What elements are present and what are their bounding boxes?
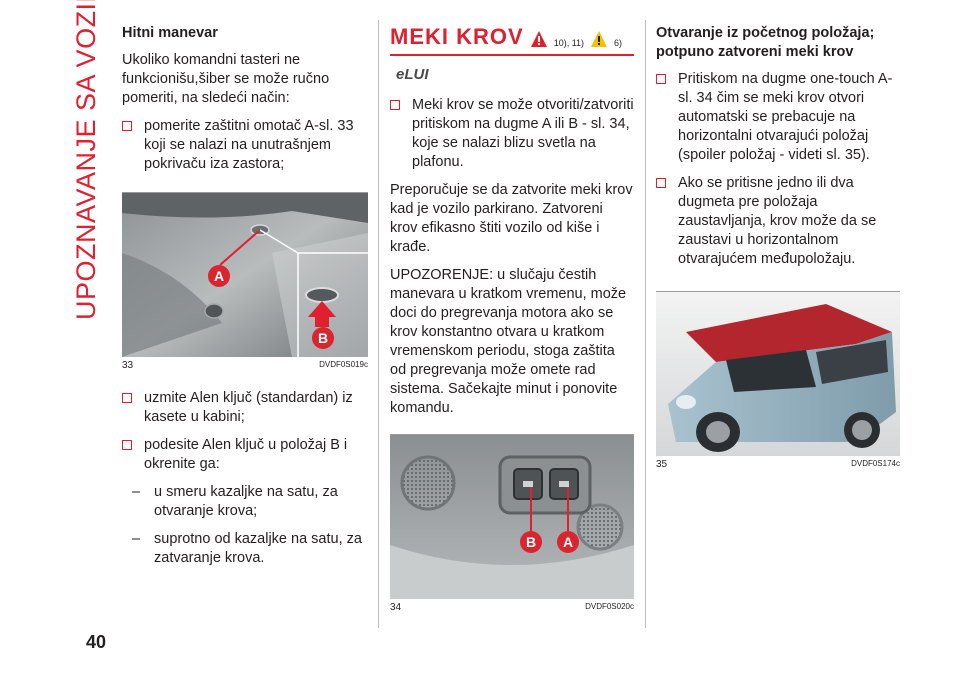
section-heading: Otvaranje iz početnog položaja; potpuno …: [656, 25, 875, 60]
label-a-badge: A: [208, 265, 230, 287]
section-tab: UPOZNAVANJE SA VOZILOM: [70, 0, 102, 320]
figure-number: 34: [390, 602, 402, 613]
dash-text: suprotno od kazaljke na satu, za zatvara…: [154, 531, 362, 566]
figure-caption: 35 DVDF0S174c: [656, 459, 900, 470]
figure-number: 35: [656, 459, 668, 470]
figure-caption: 34 DVDF0S020c: [390, 602, 634, 613]
caution-warning-icon: [591, 31, 608, 47]
bullet-marker-icon: [122, 440, 132, 450]
label-b-badge: B: [312, 327, 334, 349]
title-underline: [390, 54, 634, 56]
bullet-item: uzmite Alen ključ (standardan) iz kasete…: [122, 389, 368, 427]
section-title-text: MEKI KROV: [390, 24, 524, 49]
roof-switch-image: [390, 435, 634, 599]
page-number: 40: [86, 632, 107, 652]
column-divider: [378, 20, 379, 628]
dash-item: –u smeru kazaljke na satu, za otvaranje …: [132, 484, 338, 519]
column-opening: Otvaranje iz početnog položaja; potpuno …: [656, 24, 900, 470]
danger-warning-icon: [530, 31, 547, 47]
bullet-text: uzmite Alen ključ (standardan) iz kasete…: [144, 390, 353, 425]
bullet-text: podesite Alen ključ u položaj B i okreni…: [144, 437, 348, 472]
bullet-item: podesite Alen ključ u položaj B i okreni…: [122, 436, 368, 474]
section-title: MEKI KROV 10), 11) 6): [390, 24, 634, 49]
soft-top-symbol-icon: eLUI: [396, 66, 429, 83]
figure-34: B A 34 DVDF0S020c: [390, 434, 634, 613]
label-a-badge: A: [557, 531, 579, 553]
column-emergency-maneuver: Hitni manevar Ukoliko komandni tasteri n…: [122, 24, 368, 577]
dash-text: u smeru kazaljke na satu, za otvaranje k…: [154, 484, 338, 519]
bullet-item: Ako se pritisne jedno ili dva dugmeta pr…: [656, 174, 900, 269]
bullet-item: Pritiskom na dugme one-touch A-sl. 34 či…: [656, 70, 900, 165]
bullet-item: Meki krov se može otvoriti/zatvoriti pri…: [390, 96, 634, 172]
warning-reference: 10), 11): [553, 38, 585, 48]
figure-code: DVDF0S020c: [585, 602, 634, 611]
bullet-marker-icon: [656, 178, 666, 188]
dash-item: –suprotno od kazaljke na satu, za zatvar…: [132, 531, 362, 566]
intro-paragraph: Ukoliko komandni tasteri ne funkcionišu,…: [122, 52, 330, 106]
bullet-text: pomerite zaštitni omotač A-sl. 33 koji s…: [144, 118, 354, 172]
car-soft-top-image: [656, 292, 900, 456]
bullet-marker-icon: [122, 121, 132, 131]
bullet-marker-icon: [390, 100, 400, 110]
bullet-text: Pritiskom na dugme one-touch A-sl. 34 či…: [678, 71, 893, 163]
column-soft-top: MEKI KROV 10), 11) 6) eLUI Meki krov se …: [390, 24, 634, 613]
bullet-marker-icon: [656, 74, 666, 84]
column-divider: [645, 20, 646, 628]
warning-paragraph: UPOZORENJE: u slučaju čestih manevara u …: [390, 267, 627, 416]
figure-code: DVDF0S174c: [851, 459, 900, 468]
paragraph: Preporučuje se da zatvorite meki krov ka…: [390, 182, 633, 255]
figure-35: 35 DVDF0S174c: [656, 291, 900, 470]
section-tab-label: UPOZNAVANJE SA VOZILOM: [71, 0, 101, 320]
section-heading: Hitni manevar: [122, 25, 218, 41]
caution-reference: 6): [614, 38, 623, 48]
bullet-text: Meki krov se može otvoriti/zatvoriti pri…: [412, 97, 634, 170]
bullet-text: Ako se pritisne jedno ili dva dugmeta pr…: [678, 175, 877, 267]
bullet-marker-icon: [122, 393, 132, 403]
label-b-badge: B: [520, 531, 542, 553]
figure-number: 33: [122, 360, 134, 371]
figure-code: DVDF0S019c: [319, 360, 368, 369]
roof-cover-image: [122, 193, 368, 357]
bullet-item: pomerite zaštitni omotač A-sl. 33 koji s…: [122, 117, 368, 174]
figure-33: A B 33 DVDF0S019c: [122, 192, 368, 371]
figure-caption: 33 DVDF0S019c: [122, 360, 368, 371]
